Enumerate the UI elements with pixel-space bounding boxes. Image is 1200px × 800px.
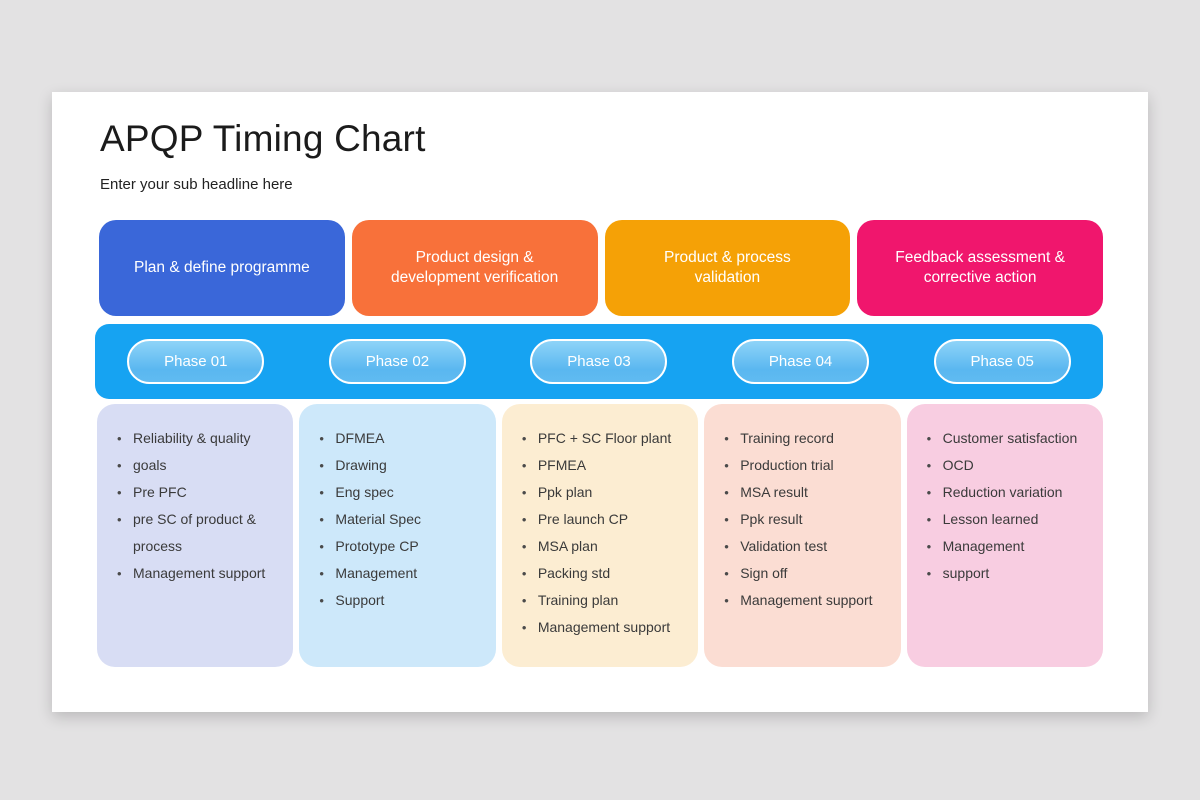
list-item: Reliability & quality	[115, 425, 281, 452]
list-item: Training record	[722, 425, 888, 452]
list-item: Management support	[115, 560, 281, 587]
phase-pill-02: Phase 02	[328, 339, 466, 384]
list-item: Training plan	[520, 587, 686, 614]
page-title: APQP Timing Chart	[100, 118, 426, 159]
list-item: goals	[115, 452, 281, 479]
bullet-list-phase-05: Customer satisfactionOCDReduction variat…	[925, 425, 1091, 587]
list-item: Reduction variation	[925, 479, 1091, 506]
stage-label: Plan & define programme	[133, 258, 310, 276]
list-item: PFC + SC Floor plant	[520, 425, 686, 452]
list-item: Pre launch CP	[520, 506, 686, 533]
list-item: Sign off	[722, 560, 888, 587]
stage-box-process-validation: Product & process validation	[604, 220, 851, 316]
bullet-list-phase-01: Reliability & qualitygoalsPre PFCpre SC …	[115, 425, 281, 587]
list-item: Pre PFC	[115, 479, 281, 506]
list-item: pre SC of product & process	[115, 506, 281, 560]
list-item: Ppk plan	[520, 479, 686, 506]
stage-label: Product design & development verificatio…	[391, 248, 559, 287]
stage-box-design-verification: Product design & development verificatio…	[351, 220, 598, 316]
list-item: MSA result	[722, 479, 888, 506]
phase-column-01: Reliability & qualitygoalsPre PFCpre SC …	[97, 404, 294, 667]
list-item: Packing std	[520, 560, 686, 587]
slide-card: APQP Timing Chart Enter your sub headlin…	[52, 92, 1148, 712]
phase-detail-columns: Reliability & qualitygoalsPre PFCpre SC …	[97, 404, 1104, 667]
phase-pill-05: Phase 05	[933, 339, 1071, 384]
phase-column-05: Customer satisfactionOCDReduction variat…	[906, 404, 1104, 667]
phase-slot: Phase 01	[95, 339, 297, 384]
phase-slot: Phase 04	[700, 339, 902, 384]
list-item: Material Spec	[317, 506, 483, 533]
bullet-list-phase-02: DFMEADrawingEng specMaterial SpecPrototy…	[317, 425, 483, 614]
phase-slot: Phase 03	[498, 339, 700, 384]
list-item: Support	[317, 587, 483, 614]
stage-label: Product & process validation	[664, 248, 791, 287]
list-item: Prototype CP	[317, 533, 483, 560]
bullet-list-phase-04: Training recordProduction trialMSA resul…	[722, 425, 888, 614]
list-item: DFMEA	[317, 425, 483, 452]
list-item: PFMEA	[520, 452, 686, 479]
phase-column-03: PFC + SC Floor plantPFMEAPpk planPre lau…	[501, 404, 699, 667]
list-item: Management	[925, 533, 1091, 560]
phase-column-02: DFMEADrawingEng specMaterial SpecPrototy…	[299, 404, 496, 667]
list-item: Validation test	[722, 533, 888, 560]
list-item: Production trial	[722, 452, 888, 479]
list-item: MSA plan	[520, 533, 686, 560]
stage-row: Plan & define programme Product design &…	[99, 220, 1103, 316]
list-item: Management support	[722, 587, 888, 614]
phase-bar: Phase 01 Phase 02 Phase 03 Phase 04 Phas…	[95, 324, 1103, 399]
list-item: Management	[317, 560, 483, 587]
stage-box-feedback-corrective: Feedback assessment & corrective action	[857, 220, 1103, 316]
list-item: Management support	[520, 614, 686, 641]
page-subtitle: Enter your sub headline here	[100, 176, 293, 193]
phase-column-04: Training recordProduction trialMSA resul…	[704, 404, 901, 667]
list-item: Lesson learned	[925, 506, 1091, 533]
phase-slot: Phase 02	[297, 339, 499, 384]
list-item: Eng spec	[317, 479, 483, 506]
slide-header: APQP Timing Chart Enter your sub headlin…	[100, 117, 426, 193]
list-item: support	[925, 560, 1091, 587]
phase-pill-01: Phase 01	[127, 339, 265, 384]
phase-pill-03: Phase 03	[530, 339, 668, 384]
list-item: OCD	[925, 452, 1091, 479]
list-item: Customer satisfaction	[925, 425, 1091, 452]
list-item: Drawing	[317, 452, 483, 479]
bullet-list-phase-03: PFC + SC Floor plantPFMEAPpk planPre lau…	[520, 425, 686, 641]
phase-slot: Phase 05	[901, 339, 1103, 384]
list-item: Ppk result	[722, 506, 888, 533]
stage-box-plan-define: Plan & define programme	[99, 220, 345, 316]
phase-pill-04: Phase 04	[732, 339, 870, 384]
stage-label: Feedback assessment & corrective action	[895, 248, 1065, 287]
